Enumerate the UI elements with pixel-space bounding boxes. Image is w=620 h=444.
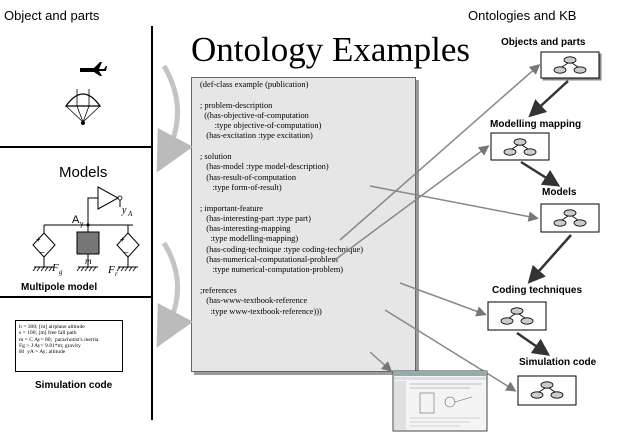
code-box <box>191 77 416 372</box>
arrow-numerical-to-simulation <box>384 309 517 392</box>
page-title: Ontology Examples <box>191 30 470 69</box>
right-header: Ontologies and KB <box>468 8 577 23</box>
arrow-objects-to-modelling <box>528 80 569 118</box>
sim-line: Fg > J Ay= 9.81*m; gravity <box>19 342 81 349</box>
code-line: (has-result-of-computation <box>200 172 297 182</box>
code-line: (has-interesting-mapping <box>200 224 291 234</box>
arrow-reference-to-textbook <box>369 351 393 373</box>
label-simulation-code: Simulation code <box>519 357 597 368</box>
minus-sign: − <box>124 248 129 257</box>
label-modelling-mapping: Modelling mapping <box>490 119 582 130</box>
label-coding-techniques: Coding techniques <box>492 285 582 296</box>
label-objects-and-parts: Objects and parts <box>501 37 586 48</box>
box-modelling <box>490 132 550 161</box>
models-label: Models <box>59 164 108 181</box>
code-line: ;references <box>200 285 237 295</box>
code-line: :type modelling-mapping) <box>200 234 299 244</box>
code-line: :type form-of-result) <box>200 182 282 192</box>
code-listing: (def-class example (publication) ; probl… <box>200 80 363 317</box>
parachute-icon <box>64 62 107 125</box>
minus-sign: − <box>40 248 45 257</box>
code-line: (has-coding-technique :type coding-techn… <box>200 244 364 254</box>
code-line: ; solution <box>200 152 232 162</box>
code-line: ; important-feature <box>200 203 264 213</box>
code-line: :type www-textbook-reference))) <box>200 306 322 316</box>
code-line: :type objective-of-computation) <box>200 121 322 131</box>
left-curved-arrows <box>156 64 194 348</box>
sim-line: m = C Ay= 80; parachutist's inertia <box>19 336 99 343</box>
a-sub: y <box>80 221 84 228</box>
box-objects <box>540 51 600 79</box>
y-label: y <box>121 205 127 216</box>
simulation-code-box: h = 300; [m] airplane altitude s = 100; … <box>15 320 123 372</box>
multipole-diagram: + + − − A y y A m F g F r <box>32 186 140 278</box>
sim-line: h = 300; [m] airplane altitude <box>19 324 85 330</box>
arrow-curve <box>156 64 194 173</box>
simulation-label: Simulation code <box>35 380 113 391</box>
arrow-modelling-to-models <box>520 160 561 187</box>
code-line: (has-numerical-computational-problem <box>200 255 338 265</box>
box-coding <box>487 301 547 331</box>
fg-label: F <box>51 262 59 274</box>
plus-sign: + <box>36 235 41 244</box>
box-models <box>540 203 600 233</box>
arrow-coding-to-simulation <box>516 331 551 356</box>
arrow-model-to-models <box>369 185 539 222</box>
y-sub: A <box>127 210 133 218</box>
multipole-label: Multipole model <box>21 282 98 293</box>
a-label: A <box>72 214 80 226</box>
plus-sign: + <box>120 235 125 244</box>
code-line: (has-excitation :type excitation) <box>200 131 313 141</box>
textbook-thumbnail <box>392 370 488 432</box>
label-models: Models <box>542 187 577 198</box>
fg-sub: g <box>59 268 63 276</box>
code-line: (has-www-textbook-reference <box>200 296 308 306</box>
code-line: (has-model :type model-description) <box>200 162 329 172</box>
sim-line: Bl yA = Ay; altitude <box>19 349 66 356</box>
m-label: m <box>85 256 92 266</box>
left-header: Object and parts <box>4 8 100 23</box>
fr-label: F <box>107 264 115 276</box>
arrow-curve <box>156 241 194 348</box>
code-line: ((has-objective-of-computation <box>200 110 309 120</box>
sim-line: s = 100; [m] free fall path <box>19 330 77 337</box>
arrow-coding-to-coding <box>399 282 487 317</box>
arrow-part-to-objects <box>339 64 541 241</box>
code-line: (def-class example (publication) <box>200 80 309 89</box>
code-line: :type numerical-computation-problem) <box>200 265 344 275</box>
arrow-mapping-to-modelling <box>331 145 490 263</box>
box-simulation <box>517 375 577 406</box>
code-line: (has-interesting-part :type part) <box>200 213 311 223</box>
fr-sub: r <box>115 270 118 278</box>
airplane-icon <box>80 62 107 76</box>
arrow-models-to-coding <box>527 234 572 284</box>
code-line: ; problem-description <box>200 100 273 110</box>
